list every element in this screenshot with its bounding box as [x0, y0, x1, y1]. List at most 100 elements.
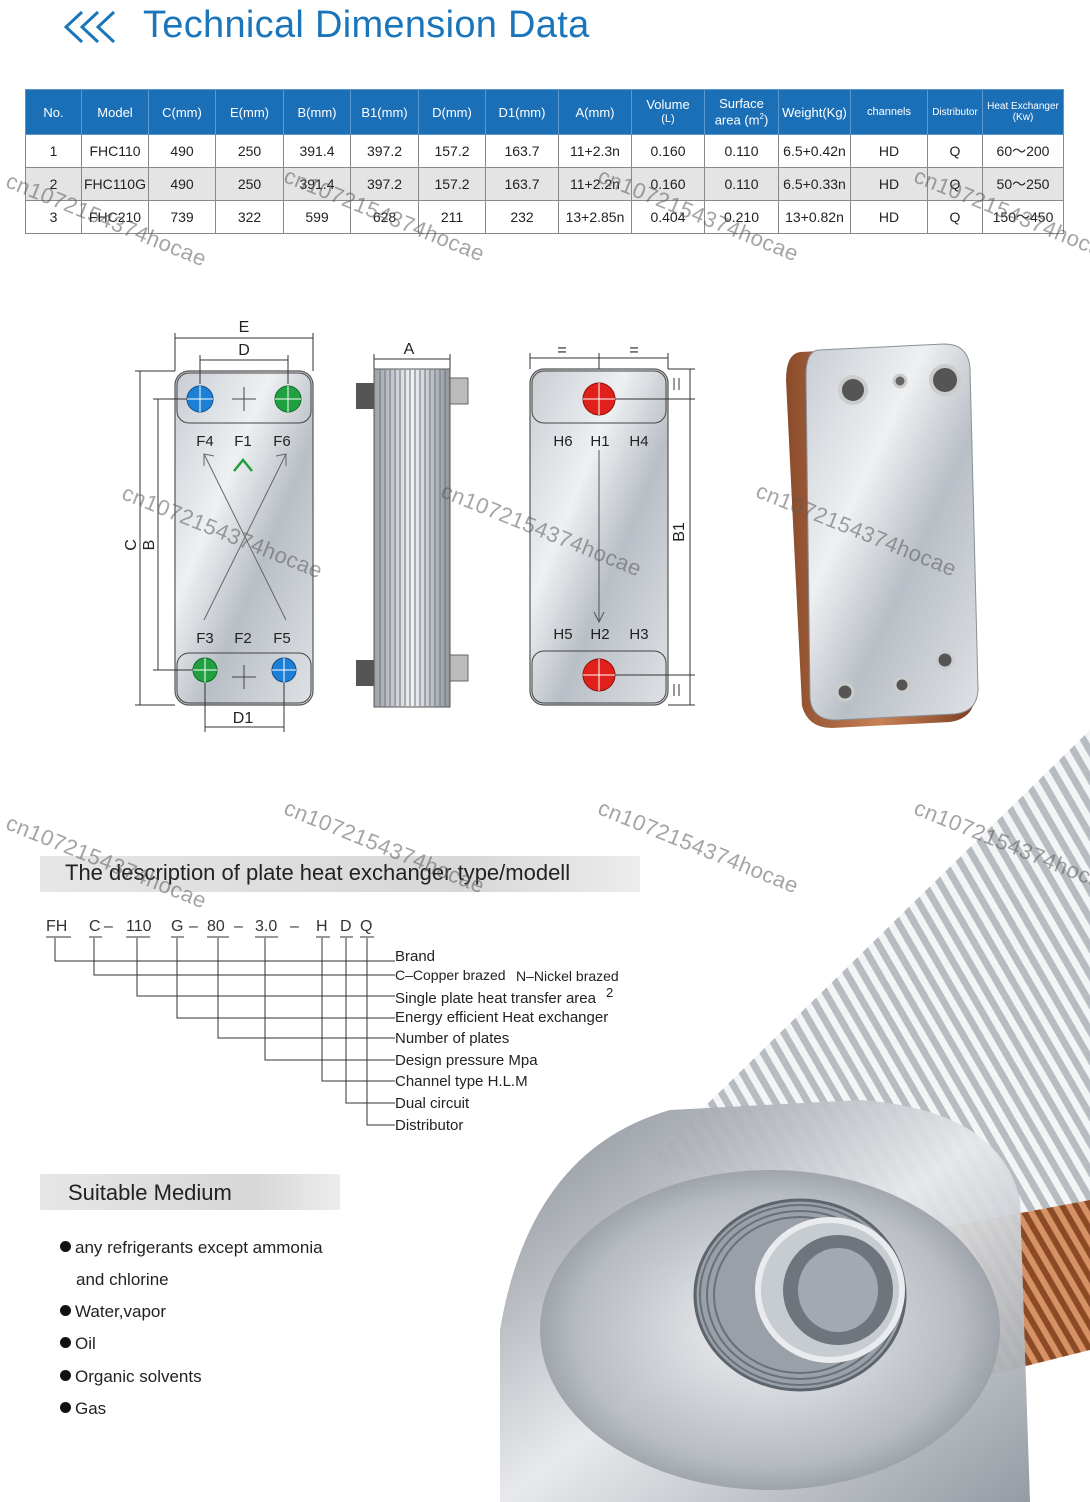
table-cell: 0.404 — [631, 200, 705, 234]
col-header-heat-top: Heat Exchanger — [987, 101, 1059, 112]
code-part: C — [89, 918, 101, 935]
table-cell: 322 — [215, 200, 284, 234]
port-label-h3: H3 — [629, 626, 648, 643]
code-part: 3.0 — [255, 918, 278, 935]
table-cell: 0.110 — [704, 167, 779, 201]
port-label-f2: F2 — [234, 630, 252, 647]
col-header-volume-unit: (L) — [661, 113, 675, 125]
table-cell: HD — [850, 200, 928, 234]
port-label-f1: F1 — [234, 433, 252, 450]
port-label-h2: H2 — [590, 626, 609, 643]
col-header: C(mm) — [148, 89, 216, 135]
table-cell: 490 — [148, 134, 216, 168]
desc-energy: Energy efficient Heat exchanger — [395, 1009, 609, 1026]
table-cell: Q — [927, 167, 983, 201]
table-cell: 157.2 — [418, 167, 486, 201]
col-header-surface-close: ) — [763, 112, 769, 128]
back-view — [529, 353, 695, 706]
table-cell: 391.4 — [283, 167, 351, 201]
col-header: channels — [850, 89, 928, 135]
desc-distributor: Distributor — [395, 1117, 464, 1134]
col-header: B1(mm) — [350, 89, 419, 135]
medium-item-text: any refrigerants except ammonia — [75, 1238, 323, 1257]
col-header-surface-sup: 2 — [759, 112, 764, 122]
spec-table: No. Model C(mm) E(mm) B(mm) B1(mm) D(mm)… — [25, 89, 1064, 234]
port-label-h6: H6 — [553, 433, 572, 450]
front-view — [135, 333, 314, 732]
desc-area: Single plate heat transfer area — [395, 990, 596, 1007]
table-cell: 250 — [215, 134, 284, 168]
table-cell: 599 — [283, 200, 351, 234]
table-cell: 739 — [148, 200, 216, 234]
chevrons-left-icon — [63, 10, 116, 44]
col-header: D1(mm) — [485, 89, 559, 135]
desc-copper: C–Copper brazed — [395, 967, 506, 983]
desc-brand: Brand — [395, 948, 436, 965]
dim-label-equal-left: = — [557, 342, 566, 359]
medium-item: Water,vapor — [60, 1302, 166, 1322]
table-cell: FHC110G — [81, 167, 149, 201]
bullet-icon — [60, 1402, 71, 1413]
table-cell: 11+2.3n — [558, 134, 632, 168]
desc-area-sup: 2 — [606, 985, 614, 1000]
port-label-f4: F4 — [196, 433, 214, 450]
table-cell: 250 — [215, 167, 284, 201]
table-cell: 150～450 — [982, 200, 1064, 234]
col-header-surface-unit: area (m — [714, 112, 760, 128]
table-header-row: No. Model C(mm) E(mm) B(mm) B1(mm) D(mm)… — [25, 89, 1064, 135]
code-part: Q — [360, 918, 373, 935]
model-desc-title: The description of plate heat exchanger … — [65, 860, 571, 885]
col-header: Weight(Kg) — [778, 89, 851, 135]
port-label-h1: H1 — [590, 433, 609, 450]
table-cell: 13+2.85n — [558, 200, 632, 234]
table-cell: 50～250 — [982, 167, 1064, 201]
medium-item-text: Oil — [75, 1334, 96, 1353]
col-header: Model — [81, 89, 149, 135]
dim-label-c: C — [123, 539, 140, 551]
col-header: A(mm) — [558, 89, 632, 135]
col-header: B(mm) — [283, 89, 351, 135]
medium-item-text: Water,vapor — [75, 1302, 167, 1321]
code-part: G — [171, 918, 184, 935]
code-part: 80 — [207, 918, 225, 935]
dim-label-equal-right: = — [629, 342, 638, 359]
page-title: Technical Dimension Data — [143, 4, 590, 46]
table-cell: 163.7 — [485, 134, 559, 168]
code-sep: – — [189, 918, 198, 935]
table-cell: 391.4 — [283, 134, 351, 168]
desc-plates: Number of plates — [395, 1030, 510, 1047]
desc-channel: Channel type H.L.M — [395, 1073, 528, 1090]
desc-pressure: Design pressure Mpa — [395, 1052, 538, 1069]
medium-title: Suitable Medium — [68, 1180, 232, 1205]
table-cell: 211 — [418, 200, 486, 234]
table-cell: 60～200 — [982, 134, 1064, 168]
closeup-image — [500, 730, 1090, 1502]
table-cell: 157.2 — [418, 134, 486, 168]
code-part: D — [340, 918, 352, 935]
table-cell: 0.110 — [704, 134, 779, 168]
medium-item: Oil — [60, 1334, 96, 1354]
col-header: Distributor — [927, 89, 983, 135]
dim-label-b: B — [141, 540, 158, 551]
table-cell: 0.160 — [631, 167, 705, 201]
table-cell: 1 — [25, 134, 82, 168]
bullet-icon — [60, 1370, 71, 1381]
table-cell: Q — [927, 200, 983, 234]
table-cell: 3 — [25, 200, 82, 234]
table-cell: HD — [850, 167, 928, 201]
table-cell: Q — [927, 134, 983, 168]
port-label-h4: H4 — [629, 433, 648, 450]
code-sep: – — [234, 918, 243, 935]
dim-label-e: E — [239, 319, 250, 336]
code-connector-lines — [46, 936, 395, 1126]
port-label-f6: F6 — [273, 433, 291, 450]
port-label-h5: H5 — [553, 626, 572, 643]
col-header-volume-top: Volume — [646, 97, 690, 112]
dimension-diagram: E D D1 C B F4 F1 F6 F3 F2 F5 A = = B1 H6 — [123, 319, 979, 732]
table-cell: 13+0.82n — [778, 200, 851, 234]
desc-dual: Dual circuit — [395, 1095, 470, 1112]
